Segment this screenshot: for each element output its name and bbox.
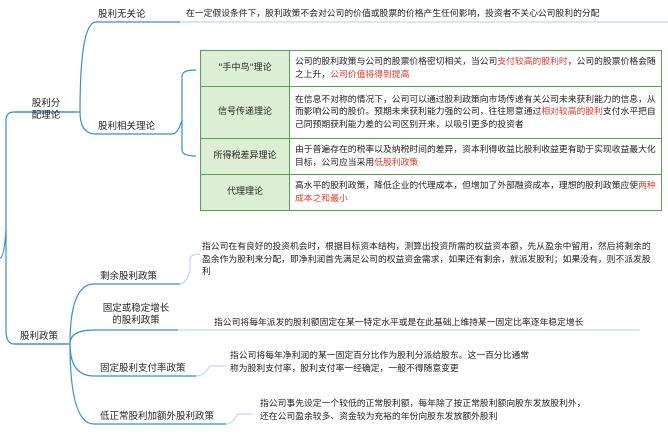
ratio-desc: 指公司将每年净利润的某一固定百分比作为股利分派给股东。这一百分比通常 称为股利支… — [230, 350, 529, 375]
irrelevance-desc: 在一定假设条件下，股利政策不会对公司的价值或股票的价格产生任何影响，投资者不关心… — [186, 9, 600, 19]
irrelevance-node[interactable]: 股利无关论 — [98, 9, 146, 20]
low-desc-line2: 还在公司盈余较多、资金较为充裕的年份向股东发放额外股利 — [260, 411, 498, 422]
theory-name: "手中鸟"理论 — [200, 50, 290, 87]
theory-text: 由于普遍存在的税率以及纳税时间的差异，资本利得收益比股利收益更有助于实现收益最大… — [289, 138, 662, 175]
distribution-label-line2: 配理论 — [31, 110, 61, 121]
policy-node[interactable]: 股利政策 — [20, 331, 59, 342]
theory-row: 代理理论 高水平的股利政策，降低企业的代理成本，但增加了外部融资成本，理想的股利… — [200, 174, 662, 211]
branch-low[interactable]: 低正常股利加额外股利政策 — [100, 411, 215, 422]
theory-text-part: 在信息不对称的情况下，公司可以通过股利政策向市场传递有关公司未来获利能力的信息，… — [295, 94, 656, 118]
theory-text-part: 公司的股利政策与公司的股票价格密切相关，当公司 — [295, 57, 498, 67]
branch-fixed[interactable]: 固定或稳定增长 的股利政策 — [96, 303, 176, 327]
theory-highlight: 公司价值将得到提高 — [330, 69, 410, 80]
low-desc-line — [225, 413, 252, 425]
theory-text-part: 由于普遍存在的税率以及纳税时间的差异，资本利得收益比股利收益更有助于实现收益最大… — [295, 145, 656, 168]
relevance-to-table — [171, 69, 197, 135]
theory-row: "手中鸟"理论 公司的股利政策与公司的股票价格密切相关，当公司支付较高的股利时，… — [200, 50, 662, 87]
root-connector — [0, 111, 76, 259]
theory-name: 信号传递理论 — [200, 86, 290, 139]
ratio-desc-line2: 称为股利支付率，股利支付率一经确定，一般不得随意变更 — [230, 363, 459, 374]
theory-highlight: 两种成本之和最小 — [295, 181, 656, 204]
theory-text-part: 高水平的股利政策，降低企业的代理成本，但增加了外部融资成本，理想的股利政策应使 — [295, 181, 639, 191]
ratio-desc-line — [195, 365, 226, 377]
root-connector-lower — [5, 230, 68, 345]
distribution-label-line1: 股利分 — [31, 98, 61, 109]
theory-highlight: 相对较高的股利 — [541, 107, 603, 118]
theory-text: 高水平的股利政策，降低企业的代理成本，但增加了外部融资成本，理想的股利政策应使两… — [289, 174, 662, 211]
ratio-desc-line1: 指公司将每年净利润的某一固定百分比作为股利分派给股东。这一百分比通常 — [230, 351, 530, 361]
low-desc-line1: 指公司事先设定一个较低的正常股利额，每年除了按正常股利额向股东发放股利外， — [260, 399, 586, 409]
theory-text: 在信息不对称的情况下，公司可以通过股利政策向市场传递有关公司未来获利能力的信息，… — [289, 86, 662, 139]
fixed-desc: 指公司将每年派发的股利额固定在某一特定水平或是在此基础上维持某一固定比率逐年稳定… — [214, 318, 584, 328]
theory-row: 所得税差异理论 由于普遍存在的税率以及纳税时间的差异，资本利得收益比股利收益更有… — [200, 138, 662, 175]
theory-table: "手中鸟"理论 公司的股利政策与公司的股票价格密切相关，当公司支付较高的股利时，… — [200, 50, 662, 211]
low-desc: 指公司事先设定一个较低的正常股利额，每年除了按正常股利额向股东发放股利外， 还在… — [260, 398, 586, 423]
residual-desc: 指公司在有良好的投资机会时，根据目标资本结构，测算出投资所需的权益资本额，先从盈… — [202, 242, 651, 277]
branch-residual[interactable]: 剩余股利政策 — [100, 271, 158, 282]
residual-desc-line — [179, 253, 201, 285]
irrelevance-connector — [79, 21, 180, 113]
theory-highlight: 低股利政策 — [374, 157, 419, 168]
relevance-node[interactable]: 股利相关理论 — [98, 121, 156, 132]
branch-fixed-line2: 的股利政策 — [112, 315, 160, 326]
relevance-to-table-2 — [181, 120, 197, 157]
distribution-theory-node[interactable]: 股利分 配理论 — [18, 98, 74, 122]
theory-text: 公司的股利政策与公司的股票价格密切相关，当公司支付较高的股利时，公司的股票价格会… — [289, 50, 662, 87]
branch-fixed-connector — [69, 329, 178, 345]
theory-text-part: 支付水平把自己同预期获利能力差的公司区别开来，以吸引更多的投资者 — [295, 107, 656, 130]
theory-row: 信号传递理论 在信息不对称的情况下，公司可以通过股利政策向市场传递有关公司未来获… — [200, 86, 662, 139]
branch-fixed-line1: 固定或稳定增长 — [102, 303, 170, 314]
branch-ratio[interactable]: 固定股利支付率政策 — [100, 363, 186, 374]
theory-text-part: ，公司的股票价格会随之上升， — [295, 57, 656, 80]
theory-highlight: 支付较高的股利时 — [497, 57, 568, 67]
theory-name: 代理理论 — [200, 174, 290, 211]
theory-name: 所得税差异理论 — [200, 138, 290, 175]
